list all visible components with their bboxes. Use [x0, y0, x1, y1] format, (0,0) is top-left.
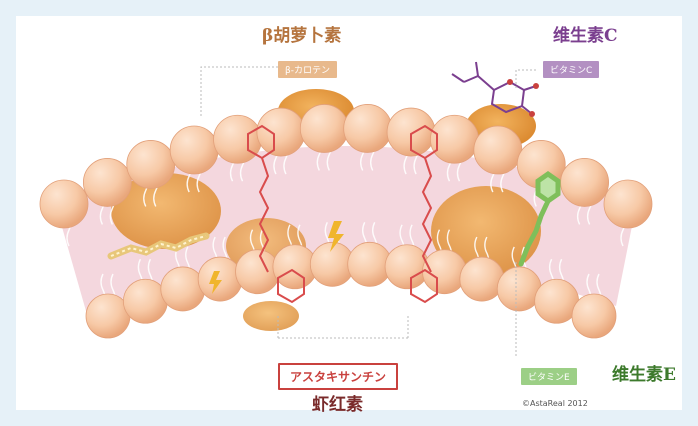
botBeads-bead [385, 245, 429, 289]
botBeads-bead [572, 294, 616, 338]
diagram-canvas: β胡萝卜素 β-カロテン 维生素C ビタミンC アスタキサンチン 虾红素 ビタミ… [16, 16, 682, 410]
topBeads-bead [40, 180, 88, 228]
botBeads-bead [236, 250, 280, 294]
botBeads-bead [161, 267, 205, 311]
beta-carotene-title: β胡萝卜素 [262, 21, 341, 46]
astaxanthin-title: 虾红素 [312, 390, 363, 415]
topBeads-bead [257, 108, 305, 156]
topBeads-bead [170, 126, 218, 174]
vitamin-e-tag: ビタミンE [521, 368, 577, 385]
vitamin-e-title: 维生素E [612, 360, 676, 385]
copyright-text: ©AstaReal 2012 [522, 399, 588, 408]
topBeads-bead [604, 180, 652, 228]
beta-carotene-tag: β-カロテン [278, 61, 337, 78]
topBeads-bead [561, 158, 609, 206]
botBeads-bead [460, 257, 504, 301]
topBeads-bead [214, 115, 262, 163]
topBeads-bead [127, 140, 175, 188]
topBeads-bead [474, 126, 522, 174]
topBeads-bead [344, 104, 392, 152]
topBeads-bead [83, 158, 131, 206]
botBeads-bead [198, 257, 242, 301]
astaxanthin-tag: アスタキサンチン [278, 363, 398, 390]
vitamin-c-tag: ビタミンC [543, 61, 599, 78]
vitamin-c-title: 维生素C [553, 21, 618, 46]
topBeads-bead [300, 104, 348, 152]
